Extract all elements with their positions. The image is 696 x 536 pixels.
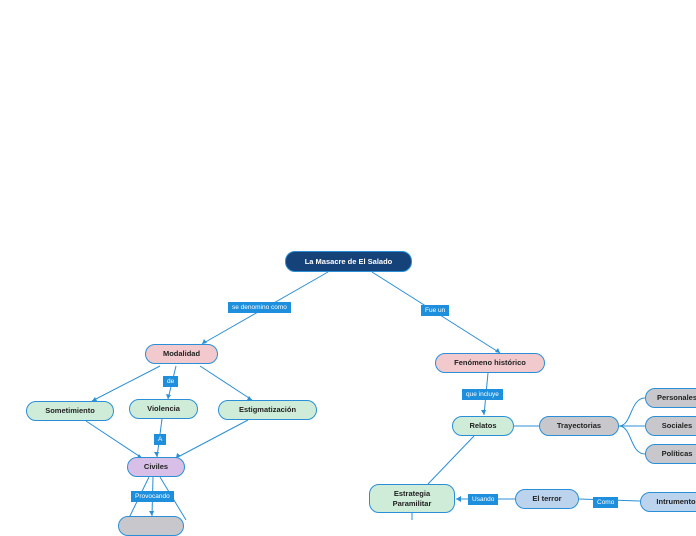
arrowhead-estrategia: [456, 496, 461, 502]
node-trayectorias[interactable]: Trayectorias: [539, 416, 619, 436]
arrowhead-civiles-mid: [154, 452, 159, 457]
arrowhead-sometimiento: [92, 397, 97, 401]
link-estigmatizacion-civiles: [175, 419, 249, 459]
label-como: Como: [593, 497, 619, 508]
label-usando: Usando: [468, 494, 499, 505]
node-estrategia-paramilitar[interactable]: Estrategia Paramilitar: [369, 484, 455, 513]
node-sometimiento[interactable]: Sometimiento: [26, 401, 114, 421]
arrowhead-violencia: [166, 394, 171, 399]
node-instrumento[interactable]: Intrumento: [640, 492, 696, 512]
label-se-denomino-como: se denomino como: [228, 302, 291, 313]
arrowhead-modalidad: [202, 339, 207, 344]
link-trayectorias-politicas: [618, 425, 646, 455]
estrategia-text: Estrategia Paramilitar: [392, 489, 432, 508]
label-que-incluye: que incluye: [462, 389, 503, 400]
node-politicas[interactable]: Políticas: [645, 444, 696, 464]
label-fue-un: Fue un: [421, 305, 450, 316]
link-modalidad-estigmatizacion: [199, 365, 253, 401]
arrowhead-relatos: [481, 410, 486, 415]
link-modalidad-sometimiento: [91, 365, 161, 402]
node-relatos[interactable]: Relatos: [452, 416, 514, 436]
arrowhead-child-mid: [149, 511, 154, 516]
node-root[interactable]: La Masacre de El Salado: [285, 251, 412, 272]
node-civiles[interactable]: Civiles: [127, 457, 185, 477]
node-modalidad[interactable]: Modalidad: [145, 344, 218, 364]
arrowhead-estigmatizacion: [247, 396, 252, 400]
label-provocando: Provocando: [131, 491, 174, 502]
node-fenomeno-historico[interactable]: Fenómeno histórico: [435, 353, 545, 373]
link-sometimiento-civiles: [85, 420, 143, 459]
node-violencia[interactable]: Violencia: [129, 399, 198, 419]
node-estigmatizacion[interactable]: Estigmatización: [218, 400, 317, 420]
node-personales[interactable]: Personales: [645, 388, 696, 408]
arrowhead-fenomeno: [495, 348, 500, 353]
link-relatos-estrategia: [427, 435, 475, 485]
node-civiles-child[interactable]: [118, 516, 184, 536]
link-trayectorias-personales: [618, 397, 646, 427]
node-sociales[interactable]: Sociales: [645, 416, 696, 436]
node-el-terror[interactable]: El terror: [515, 489, 579, 509]
arrowhead-civiles-right: [176, 453, 181, 458]
label-de: de: [163, 376, 179, 387]
label-a: A: [154, 434, 167, 445]
